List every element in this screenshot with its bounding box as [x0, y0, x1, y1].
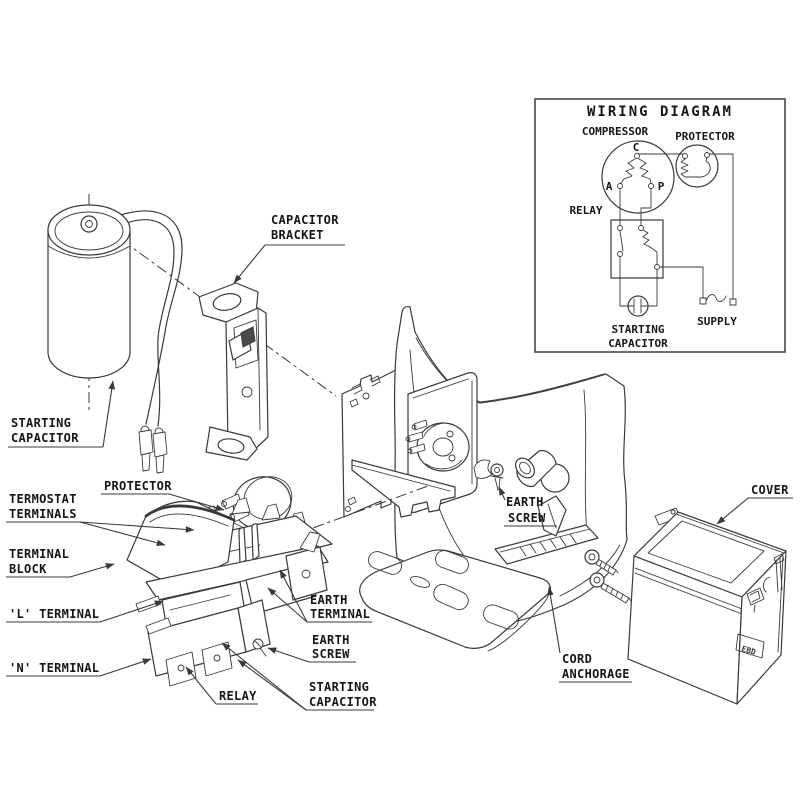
callout-text: BRACKET — [271, 228, 324, 242]
cover-embossing: EBD — [740, 644, 757, 657]
callout-text: COVER — [751, 483, 789, 497]
callout-text: CAPACITOR — [11, 431, 79, 445]
callout-starting-capacitor-left: STARTING CAPACITOR — [8, 380, 116, 448]
earth-screws-part — [584, 549, 632, 604]
callout-text: STARTING — [11, 416, 71, 430]
cover-part: EBD — [627, 511, 787, 705]
callout-text: STARTING — [309, 680, 369, 694]
callout-text: SCREW — [508, 511, 546, 525]
callout-termostat-terminals: TERMOSTAT TERMINALS — [6, 492, 195, 547]
callout-text: TERMINAL — [310, 607, 370, 621]
callout-capacitor-bracket: CAPACITOR BRACKET — [233, 213, 345, 284]
wd-protector-label: PROTECTOR — [675, 130, 735, 143]
callout-earth-terminal: EARTH TERMINAL — [267, 569, 372, 623]
wd-relay-label: RELAY — [569, 204, 602, 217]
callout-l-terminal: 'L' TERMINAL — [6, 600, 164, 623]
callout-text: 'N' TERMINAL — [9, 661, 99, 675]
compressor-terminal-panel — [405, 372, 478, 513]
earth-screw-right-part — [473, 459, 504, 491]
callout-text: ANCHORAGE — [562, 667, 630, 681]
callout-n-terminal: 'N' TERMINAL — [6, 658, 152, 677]
wd-terminal-c: C — [633, 141, 640, 154]
callout-text: BLOCK — [9, 562, 47, 576]
callout-text: TERMOSTAT — [9, 492, 77, 506]
callout-cord-anchorage: CORD ANCHORAGE — [547, 586, 632, 683]
capacitor-bracket-part — [198, 282, 269, 461]
callout-text: EARTH — [506, 495, 544, 509]
discharge-tube-part — [515, 449, 570, 493]
callout-protector: PROTECTOR — [101, 479, 225, 511]
callout-text: CORD — [562, 652, 592, 666]
callout-text: TERMINALS — [9, 507, 77, 521]
wd-supply-label: SUPPLY — [697, 315, 737, 328]
starting-capacitor-part — [47, 194, 183, 474]
callout-earth-screw-right: EARTH SCREW — [498, 486, 557, 527]
callouts: CAPACITOR BRACKET STARTING CAPACITOR PRO… — [6, 213, 793, 711]
callout-cover: COVER — [716, 483, 793, 525]
callout-text: CAPACITOR — [309, 695, 377, 709]
wiring-diagram-inset: WIRING DIAGRAM COMPRESSOR PROTECTOR RELA… — [534, 98, 786, 353]
capacitor-wire-connectors — [138, 425, 168, 474]
support-arm-part — [351, 459, 456, 518]
wd-starting-capacitor-label: CAPACITOR — [608, 337, 668, 350]
wd-terminal-p: P — [658, 180, 665, 193]
callout-text: SCREW — [312, 647, 350, 661]
callout-earth-screw-left: EARTH SCREW — [267, 633, 356, 663]
callout-text: EARTH — [312, 633, 350, 647]
wd-compressor-label: COMPRESSOR — [582, 125, 649, 138]
terminal-block-assembly — [126, 497, 333, 687]
base-plate-part — [359, 549, 551, 652]
callout-starting-capacitor-bottom: STARTING CAPACITOR — [221, 642, 377, 711]
callout-text: 'L' TERMINAL — [9, 607, 99, 621]
callout-text: EARTH — [310, 593, 348, 607]
wiring-diagram-title: WIRING DIAGRAM — [587, 104, 733, 120]
callout-text: TERMINAL — [9, 547, 69, 561]
wd-terminal-a: A — [606, 180, 613, 193]
wd-starting-capacitor-label: STARTING — [612, 323, 665, 336]
callout-text: PROTECTOR — [104, 479, 172, 493]
callout-text: CAPACITOR — [271, 213, 339, 227]
callout-terminal-block: TERMINAL BLOCK — [6, 547, 115, 578]
callout-relay: RELAY — [185, 666, 258, 705]
callout-text: RELAY — [219, 689, 257, 703]
